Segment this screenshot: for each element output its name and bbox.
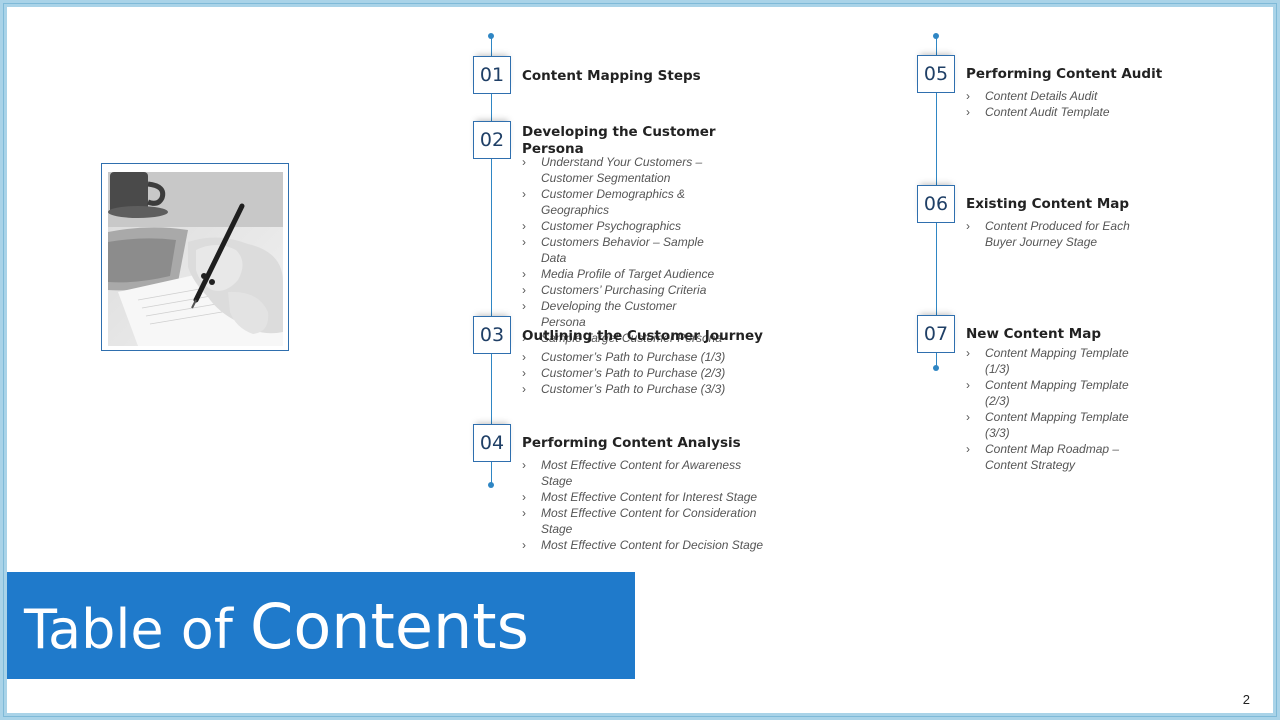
toc-item[interactable]: Sample Target Customer Persona (522, 330, 722, 346)
section-number-04: 04 (473, 424, 511, 462)
section-title-05[interactable]: Performing Content Audit (966, 66, 1163, 82)
section-title-03[interactable]: Outlining the Customer Journey (522, 328, 763, 344)
toc-item[interactable]: Most Effective Content for Interest Stag… (522, 489, 767, 505)
section-number-05: 05 (917, 55, 955, 93)
toc-item[interactable]: Content Mapping Template (3/3) (966, 409, 1131, 441)
toc-item[interactable]: Customer’s Path to Purchase (3/3) (522, 381, 752, 397)
page-title-part1: Table of (24, 598, 251, 661)
section-items-06: Content Produced for Each Buyer Journey … (966, 218, 1131, 250)
section-items-03: Customer’s Path to Purchase (1/3) Custom… (522, 349, 752, 397)
writing-hand-photo (108, 172, 283, 346)
timeline-left-bottom-dot (488, 482, 494, 488)
section-items-02: Understand Your Customers – Customer Seg… (522, 154, 722, 346)
title-band: Table of Contents (7, 572, 635, 679)
timeline-right-bottom-dot (933, 365, 939, 371)
section-items-05: Content Details Audit Content Audit Temp… (966, 88, 1136, 120)
page-number: 2 (1242, 692, 1250, 707)
section-title-02[interactable]: Developing the Customer Persona (522, 124, 716, 157)
toc-item[interactable]: Content Audit Template (966, 104, 1136, 120)
section-items-04: Most Effective Content for Awareness Sta… (522, 457, 767, 553)
toc-item[interactable]: Content Mapping Template (1/3) (966, 345, 1131, 377)
section-items-07: Content Mapping Template (1/3) Content M… (966, 345, 1131, 473)
toc-item[interactable]: Developing the Customer Persona (522, 298, 722, 330)
section-title-01[interactable]: Content Mapping Steps (522, 68, 701, 84)
section-number-01: 01 (473, 56, 511, 94)
toc-item[interactable]: Most Effective Content for Awareness Sta… (522, 457, 767, 489)
toc-item[interactable]: Content Details Audit (966, 88, 1136, 104)
page-title: Table of Contents (24, 590, 529, 663)
toc-item[interactable]: Media Profile of Target Audience (522, 266, 722, 282)
toc-item[interactable]: Most Effective Content for Consideration… (522, 505, 767, 537)
toc-item[interactable]: Customer’s Path to Purchase (1/3) (522, 349, 752, 365)
timeline-right-top-dot (933, 33, 939, 39)
timeline-left-top-dot (488, 33, 494, 39)
toc-item[interactable]: Customers’ Purchasing Criteria (522, 282, 722, 298)
toc-item[interactable]: Understand Your Customers – Customer Seg… (522, 154, 722, 186)
toc-item[interactable]: Customer Psychographics (522, 218, 722, 234)
toc-item[interactable]: Customers Behavior – Sample Data (522, 234, 722, 266)
toc-item[interactable]: Content Produced for Each Buyer Journey … (966, 218, 1131, 250)
toc-item[interactable]: Customer’s Path to Purchase (2/3) (522, 365, 752, 381)
section-number-03: 03 (473, 316, 511, 354)
section-number-06: 06 (917, 185, 955, 223)
toc-item[interactable]: Content Mapping Template (2/3) (966, 377, 1131, 409)
section-title-06[interactable]: Existing Content Map (966, 196, 1130, 212)
timeline-left-line (491, 35, 492, 485)
toc-item[interactable]: Content Map Roadmap – Content Strategy (966, 441, 1131, 473)
section-number-07: 07 (917, 315, 955, 353)
section-number-02: 02 (473, 121, 511, 159)
toc-item[interactable]: Most Effective Content for Decision Stag… (522, 537, 767, 553)
page-title-part2: Contents (250, 590, 529, 663)
section-title-04[interactable]: Performing Content Analysis (522, 435, 741, 451)
photo-frame (101, 163, 289, 351)
section-title-07[interactable]: New Content Map (966, 326, 1101, 342)
toc-item[interactable]: Customer Demographics & Geographics (522, 186, 722, 218)
